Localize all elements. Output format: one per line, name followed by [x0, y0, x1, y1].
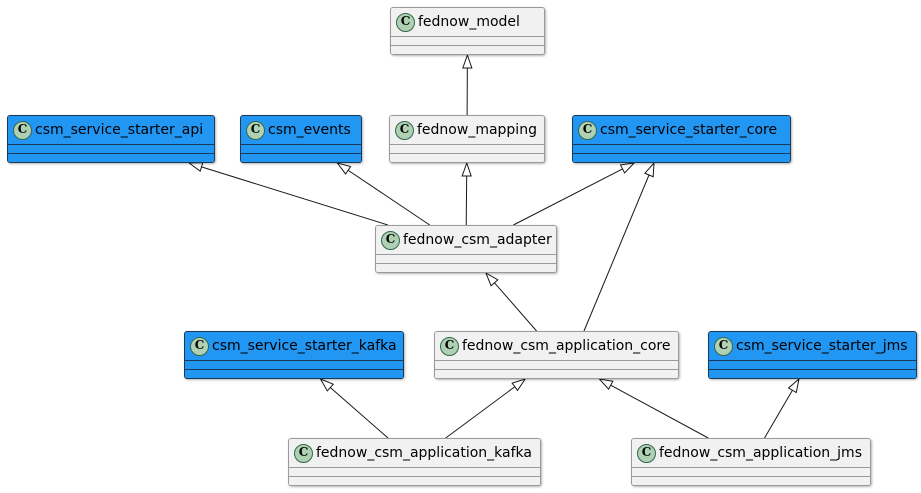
class-stereotype-icon: C — [190, 336, 209, 356]
class-stereotype-icon: C — [395, 120, 414, 140]
class-stereotype-icon: C — [440, 336, 459, 356]
generalization-arrowhead — [187, 162, 204, 172]
generalization-arrowhead — [484, 271, 499, 287]
class-attributes-compartment — [289, 467, 540, 476]
generalization-arrowhead — [597, 378, 614, 391]
class-operations-compartment — [289, 476, 540, 485]
generalization-arrowhead — [511, 378, 527, 392]
class-attributes-compartment — [241, 144, 361, 153]
class-attributes-compartment — [573, 144, 790, 153]
class-operations-compartment — [391, 45, 544, 54]
generalization-edge-fednow_csm_application_kafka-to-csm_service_starter_kafka — [319, 377, 389, 439]
class-stereotype-icon: C — [13, 120, 32, 140]
class-node-label: csm_service_starter_api — [35, 121, 204, 138]
generalization-edge-fednow_mapping-to-fednow_model — [462, 53, 473, 116]
generalization-edge-fednow_csm_application_core-to-fednow_csm_adapter — [484, 271, 537, 332]
class-node-label: csm_events — [268, 121, 351, 138]
class-node-label: csm_service_starter_kafka — [212, 337, 397, 354]
class-stereotype-icon: C — [396, 12, 415, 32]
generalization-edge-fednow_csm_application_jms-to-csm_service_starter_jms — [764, 377, 800, 439]
class-operations-compartment — [435, 369, 678, 378]
generalization-edge-fednow_csm_application_jms-to-fednow_csm_application_core — [597, 378, 709, 439]
generalization-edge-fednow_csm_application_core-to-csm_service_starter_core — [583, 161, 655, 332]
class-operations-compartment — [185, 369, 403, 378]
class-attributes-compartment — [435, 360, 678, 369]
generalization-arrowhead — [336, 162, 352, 175]
class-attributes-compartment — [185, 360, 403, 369]
class-node-label: csm_service_starter_core — [600, 121, 778, 138]
class-stereotype-icon: C — [578, 120, 597, 140]
generalization-edge-fednow_csm_adapter-to-csm_service_starter_core — [513, 162, 636, 226]
class-stereotype-icon: C — [246, 120, 265, 140]
class-operations-compartment — [390, 153, 544, 162]
generalization-arrowhead — [644, 161, 655, 178]
generalization-arrowhead — [319, 377, 335, 392]
class-operations-compartment — [632, 476, 870, 485]
class-attributes-compartment — [376, 254, 556, 263]
class-node-label: fednow_csm_application_core — [462, 337, 671, 354]
class-node-label: fednow_csm_application_kafka — [316, 444, 532, 461]
class-operations-compartment — [709, 369, 916, 378]
class-node-label: fednow_csm_application_jms — [659, 444, 862, 461]
class-attributes-compartment — [391, 36, 544, 45]
generalization-arrowhead — [461, 161, 472, 177]
class-attributes-compartment — [709, 360, 916, 369]
class-node-label: fednow_csm_adapter — [403, 231, 552, 248]
generalization-edge-fednow_csm_adapter-to-fednow_mapping — [461, 161, 472, 226]
class-node-label: fednow_model — [418, 13, 520, 30]
class-node-label: csm_service_starter_jms — [736, 337, 908, 354]
class-stereotype-icon: C — [714, 336, 733, 356]
generalization-arrowhead — [787, 377, 800, 394]
class-operations-compartment — [376, 263, 556, 272]
generalization-edge-fednow_csm_application_kafka-to-fednow_csm_application_core — [445, 378, 527, 439]
generalization-arrowhead — [462, 53, 473, 69]
class-stereotype-icon: C — [294, 443, 313, 463]
generalization-arrowhead — [619, 162, 636, 174]
class-stereotype-icon: C — [637, 443, 656, 463]
generalization-edge-fednow_csm_adapter-to-csm_events — [336, 162, 430, 226]
class-attributes-compartment — [8, 144, 214, 153]
class-stereotype-icon: C — [381, 230, 400, 250]
generalization-edge-fednow_csm_adapter-to-csm_service_starter_api — [187, 162, 389, 226]
class-operations-compartment — [8, 153, 214, 162]
class-operations-compartment — [573, 153, 790, 162]
class-attributes-compartment — [632, 467, 870, 476]
class-node-label: fednow_mapping — [417, 121, 537, 138]
class-operations-compartment — [241, 153, 361, 162]
class-attributes-compartment — [390, 144, 544, 153]
